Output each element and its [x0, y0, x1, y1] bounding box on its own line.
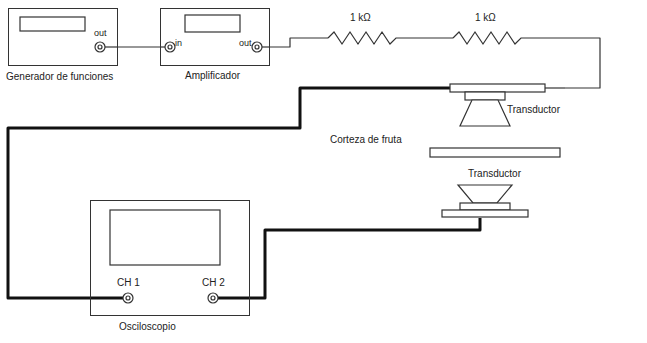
wire-stub — [545, 87, 565, 88]
amplifier: Amplificadorinout — [160, 8, 270, 66]
transducer: Transductor — [440, 166, 535, 218]
resistor-value: 1 kΩ — [475, 12, 496, 24]
channel-jack — [123, 293, 133, 303]
cable-stub — [90, 297, 123, 300]
resistor-ground — [453, 30, 527, 46]
jack-core — [255, 45, 259, 49]
fruit-bark-sample — [430, 148, 560, 157]
jack-core — [126, 296, 130, 300]
transducer-plate — [442, 210, 528, 217]
transducer-body — [465, 92, 505, 100]
cable-stub — [218, 297, 250, 300]
jack-label: in — [175, 37, 182, 49]
signal-cable — [8, 88, 445, 298]
jack-core — [168, 45, 172, 49]
cable-stub — [445, 87, 450, 90]
transducer-cone — [460, 100, 510, 126]
transducer-body — [460, 203, 510, 210]
resistor-value: 1 kΩ — [350, 12, 371, 24]
transducer-cone — [458, 185, 512, 203]
signal-cable — [250, 218, 480, 298]
display-window — [185, 15, 240, 32]
wire — [118, 46, 160, 47]
wire-stub — [262, 46, 270, 47]
jack-label: out — [239, 37, 252, 49]
jack-core — [211, 296, 215, 300]
scope-screen — [110, 210, 220, 265]
wire — [270, 38, 600, 88]
device-label: Transductor — [468, 168, 521, 180]
device-label: Transductor — [507, 104, 560, 116]
jack-label: CH 1 — [117, 277, 140, 289]
device-label: Amplificador — [185, 70, 240, 82]
output-jack — [95, 42, 105, 52]
transducer: Transductor — [445, 82, 565, 132]
wire-stub — [105, 46, 118, 47]
fruit-bark: Corteza de fruta — [328, 132, 562, 160]
input-jack — [165, 42, 175, 52]
device-label: Corteza de fruta — [330, 134, 402, 146]
channel-jack — [208, 293, 218, 303]
resistor-symbol — [328, 32, 402, 44]
transducer-plate — [450, 84, 545, 92]
resistor-symbol — [453, 32, 527, 44]
resistor-ground — [328, 30, 402, 46]
function-generator: Generador de funcionesout — [8, 8, 118, 66]
jack-label: out — [94, 27, 107, 39]
output-jack — [252, 42, 262, 52]
oscilloscope: OsciloscopioCH 1CH 2 — [90, 200, 250, 316]
jack-core — [98, 45, 102, 49]
jack-label: CH 2 — [202, 277, 225, 289]
display-window — [20, 17, 85, 31]
device-label: Generador de funciones — [6, 71, 113, 83]
device-label: Osciloscopio — [119, 321, 176, 333]
